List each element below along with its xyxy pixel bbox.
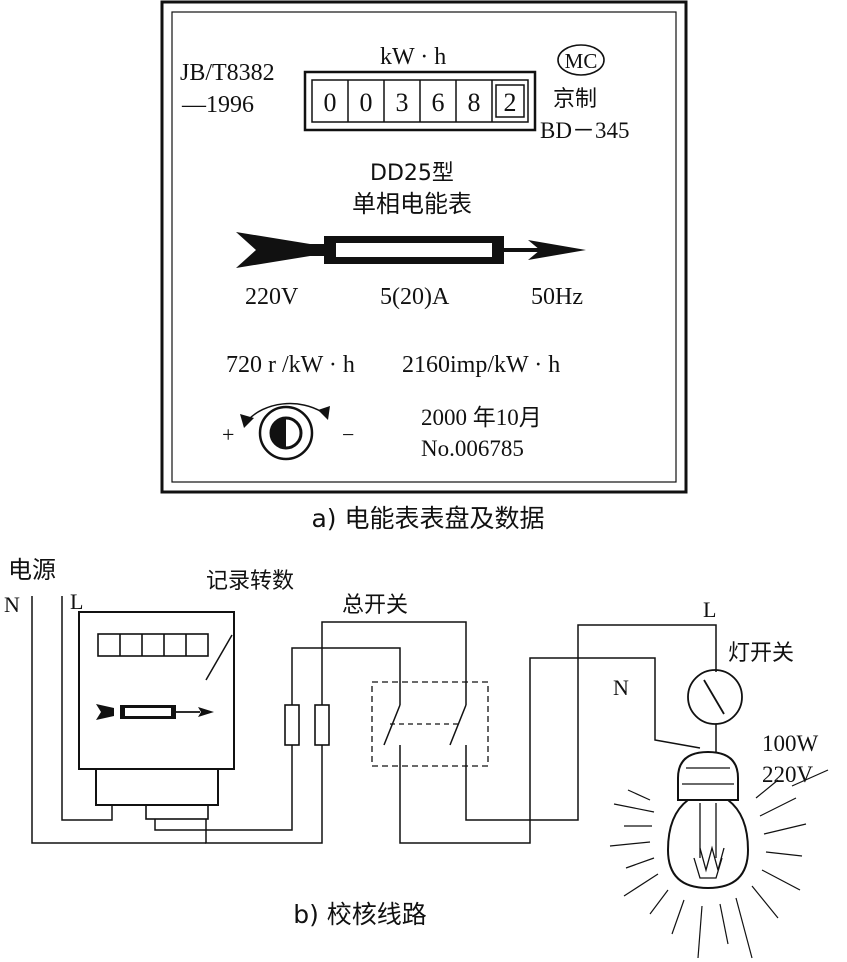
standard-year: —1996 bbox=[181, 92, 254, 118]
register-unit: kW · h bbox=[380, 44, 446, 70]
rated-current: 5(20)A bbox=[380, 284, 450, 310]
caption-b: b) 校核线路 bbox=[293, 900, 427, 929]
label-power-source: 电源 bbox=[8, 556, 56, 584]
minus-sign: − bbox=[342, 422, 354, 447]
register-digit: 6 bbox=[432, 88, 445, 117]
register-digit: 2 bbox=[504, 88, 517, 117]
plus-sign: + bbox=[222, 422, 234, 447]
register-digit: 3 bbox=[396, 88, 409, 117]
light-rays bbox=[609, 769, 829, 959]
lamp-switch-symbol bbox=[687, 669, 743, 752]
model-code: BD－345 bbox=[540, 118, 629, 143]
rotation-direction-arrow bbox=[236, 232, 586, 268]
label-line-left: L bbox=[70, 589, 83, 614]
register-digit: 0 bbox=[360, 88, 373, 117]
fuse-pair bbox=[284, 621, 467, 746]
label-neutral-right: N bbox=[613, 675, 629, 700]
serial-number: No.006785 bbox=[421, 436, 524, 461]
energy-meter-symbol bbox=[78, 611, 235, 820]
lamp-feed-wires bbox=[399, 624, 717, 844]
meter-face-panel bbox=[160, 0, 688, 494]
label-neutral-left: N bbox=[4, 592, 20, 617]
rated-voltage: 220V bbox=[245, 284, 299, 310]
register-digit: 8 bbox=[468, 88, 481, 117]
impulse-constant: 2160imp/kW · h bbox=[402, 352, 560, 378]
light-bulb-icon bbox=[666, 750, 750, 890]
energy-register: 0 0 3 6 8 2 bbox=[303, 70, 537, 132]
meter-output-wires bbox=[154, 745, 323, 844]
manufacture-date: 2000 年10月 bbox=[421, 405, 542, 430]
label-lamp-switch: 灯开关 bbox=[728, 641, 794, 666]
label-main-switch: 总开关 bbox=[342, 593, 408, 618]
leader-line bbox=[205, 634, 233, 681]
svg-text:MC: MC bbox=[565, 49, 598, 73]
revolution-constant: 720 r /kW · h bbox=[226, 352, 355, 378]
meter-name: 单相电能表 bbox=[352, 190, 472, 218]
mc-certification-mark: MC bbox=[557, 44, 605, 76]
main-switch-symbol bbox=[371, 681, 489, 767]
meter-type: DD25型 bbox=[370, 161, 454, 186]
standard-code: JB/T8382 bbox=[180, 60, 275, 86]
caption-a: a) 电能表表盘及数据 bbox=[311, 504, 544, 533]
lamp-power-rating: 100W bbox=[762, 731, 819, 756]
rated-frequency: 50Hz bbox=[531, 284, 583, 310]
lamp-voltage-rating: 220V bbox=[762, 762, 814, 787]
label-record-revolutions: 记录转数 bbox=[206, 569, 294, 594]
adjustment-knob-icon bbox=[240, 402, 330, 461]
label-line-right: L bbox=[703, 597, 716, 622]
register-digit: 0 bbox=[324, 88, 337, 117]
supply-wires bbox=[31, 596, 206, 844]
manufacturer-mark: 京制 bbox=[553, 87, 597, 112]
